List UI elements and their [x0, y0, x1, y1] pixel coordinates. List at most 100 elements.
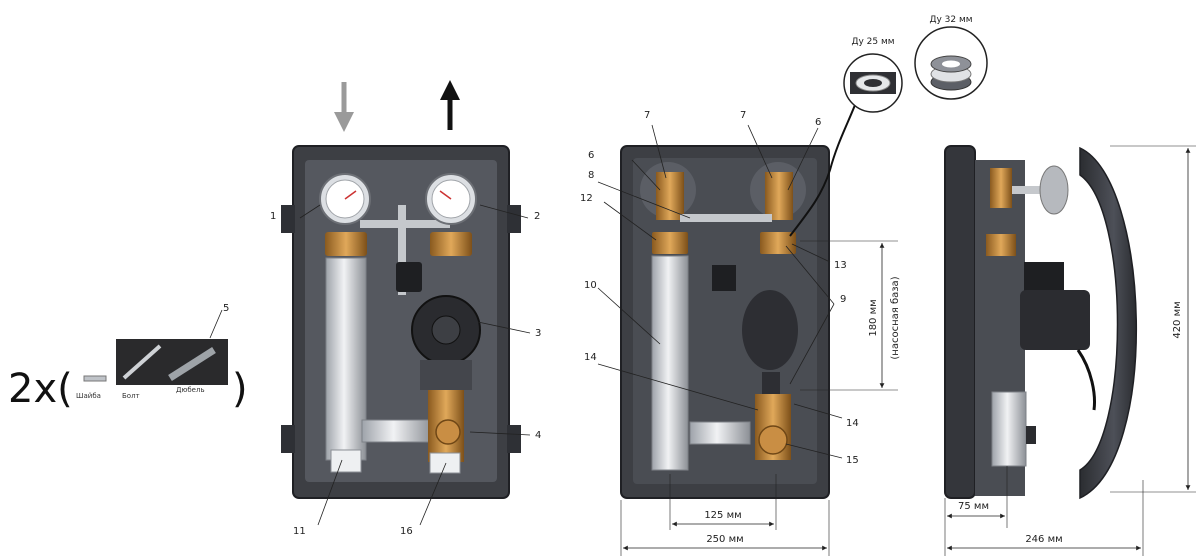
ball-valve-supply — [325, 232, 367, 256]
pump-rotor-cap — [431, 315, 461, 345]
gasket-dn25-label: Ду 25 мм — [851, 37, 894, 47]
callout-4: 4 — [535, 430, 541, 441]
outlet-fitting-right — [429, 452, 461, 474]
offset-dimension: 75 мм — [958, 501, 989, 512]
bypass-tube — [398, 205, 406, 295]
callout-16: 16 — [400, 526, 413, 537]
callout-6b: 6 — [815, 117, 821, 128]
callout-8: 8 — [588, 170, 594, 181]
dowel-label: Дюбель — [176, 386, 205, 394]
callout-line-15 — [785, 443, 843, 459]
pump-base-note: (насосная база) — [890, 276, 901, 359]
kit-suffix: ) — [232, 366, 248, 412]
callout-line-14a — [597, 363, 759, 411]
callout-line-16 — [419, 462, 447, 526]
callout-line-9a — [785, 245, 835, 305]
ball-valve-supply-open — [652, 232, 688, 254]
gasket-dn32-hole — [942, 60, 960, 68]
side-view: 420 мм 75 мм 246 мм — [944, 145, 1196, 556]
callout-15: 15 — [846, 455, 859, 466]
callout-line-4 — [469, 431, 531, 436]
side-pipe-bottom — [991, 391, 1027, 467]
flow-in-arrow-icon — [334, 112, 354, 132]
callout-7a: 7 — [644, 110, 650, 121]
thermometer-supply-needle — [344, 190, 357, 200]
callout-line-13 — [791, 243, 831, 263]
callout-line-10 — [597, 287, 661, 345]
callout-14a: 14 — [584, 352, 597, 363]
mounting-kit: 2x( Шайба Болт Дюбель ) 5 — [8, 303, 248, 412]
kit-prefix: 2x( — [8, 366, 73, 412]
pipe-supply-open — [651, 255, 689, 471]
cross-pipe — [361, 419, 433, 443]
side-union-top — [990, 168, 1012, 208]
callout-1: 1 — [270, 211, 276, 222]
side-thermo-stem — [1012, 186, 1040, 194]
dowel-image — [168, 347, 216, 381]
callout-2: 2 — [534, 211, 540, 222]
callout-line-14b — [793, 403, 843, 419]
side-ball-valve — [986, 234, 1016, 256]
callout-line-5 — [209, 309, 223, 339]
sensor-cable — [789, 91, 861, 237]
pump-volute-open — [742, 290, 798, 370]
callout-line-2 — [479, 204, 529, 219]
pipe-stub-left-bottom — [281, 425, 295, 453]
callout-line-8 — [597, 181, 691, 219]
callout-line-1 — [299, 204, 321, 219]
width-dimension: 250 мм — [706, 534, 743, 545]
callout-5: 5 — [223, 303, 229, 314]
height-dimension: 420 мм — [1172, 301, 1183, 338]
side-pump-cable — [1076, 349, 1096, 411]
pump-base-dimension: 180 мм — [868, 299, 879, 336]
washer-label: Шайба — [76, 392, 101, 400]
mixing-valve-knob-open — [758, 425, 788, 455]
front-cover — [1079, 146, 1137, 500]
bolt-label: Болт — [122, 392, 140, 400]
callout-7b: 7 — [740, 110, 746, 121]
callout-line-11 — [317, 459, 343, 526]
front-view-open: 6 7 7 6 8 12 13 9 10 14 14 15 180 мм (на… — [580, 91, 901, 556]
gasket-dn25-hole — [864, 79, 882, 87]
callout-line-7a — [651, 124, 667, 179]
pump-terminal-open — [712, 265, 736, 291]
pipe-spacing-dimension: 125 мм — [704, 510, 741, 521]
gaskets: Ду 25 мм Ду 32 мм — [843, 15, 988, 113]
washer-image — [83, 375, 107, 382]
callout-14b: 14 — [846, 418, 859, 429]
pump-terminal-box — [396, 262, 422, 292]
bypass-bridge-open — [680, 214, 772, 222]
callout-line-3 — [477, 321, 531, 334]
side-pump-motor — [1020, 290, 1090, 350]
thermometer-return-needle — [439, 190, 452, 200]
callout-13: 13 — [834, 260, 847, 271]
cross-pipe-open — [689, 421, 751, 445]
side-thermometer — [1039, 165, 1069, 215]
callout-3: 3 — [535, 328, 541, 339]
pipe-stub-right-top — [507, 205, 521, 233]
pipe-stub-right-bottom — [507, 425, 521, 453]
pipe-supply — [325, 257, 367, 461]
back-insulation-plate — [944, 145, 976, 499]
outlet-fitting-left — [330, 449, 362, 473]
callout-11: 11 — [293, 526, 306, 537]
union-return — [765, 172, 793, 220]
callout-12: 12 — [580, 193, 593, 204]
callout-line-7b — [747, 124, 773, 179]
depth-dimension: 246 мм — [1025, 534, 1062, 545]
callout-line-6b — [787, 127, 819, 191]
callout-10: 10 — [584, 280, 597, 291]
flow-out-arrow-icon — [440, 80, 460, 100]
pump-housing — [420, 360, 472, 390]
callout-line-6a — [631, 159, 661, 191]
callout-6a: 6 — [588, 150, 594, 161]
gasket-dn32-label: Ду 32 мм — [929, 15, 972, 25]
union-supply — [656, 172, 684, 220]
front-view-assembled: 1 2 3 4 11 16 — [270, 80, 541, 537]
ball-valve-return — [430, 232, 472, 256]
bolt-image — [122, 344, 162, 380]
bypass-bridge — [360, 220, 450, 228]
side-knob — [1026, 426, 1036, 444]
callout-9: 9 — [840, 294, 846, 305]
